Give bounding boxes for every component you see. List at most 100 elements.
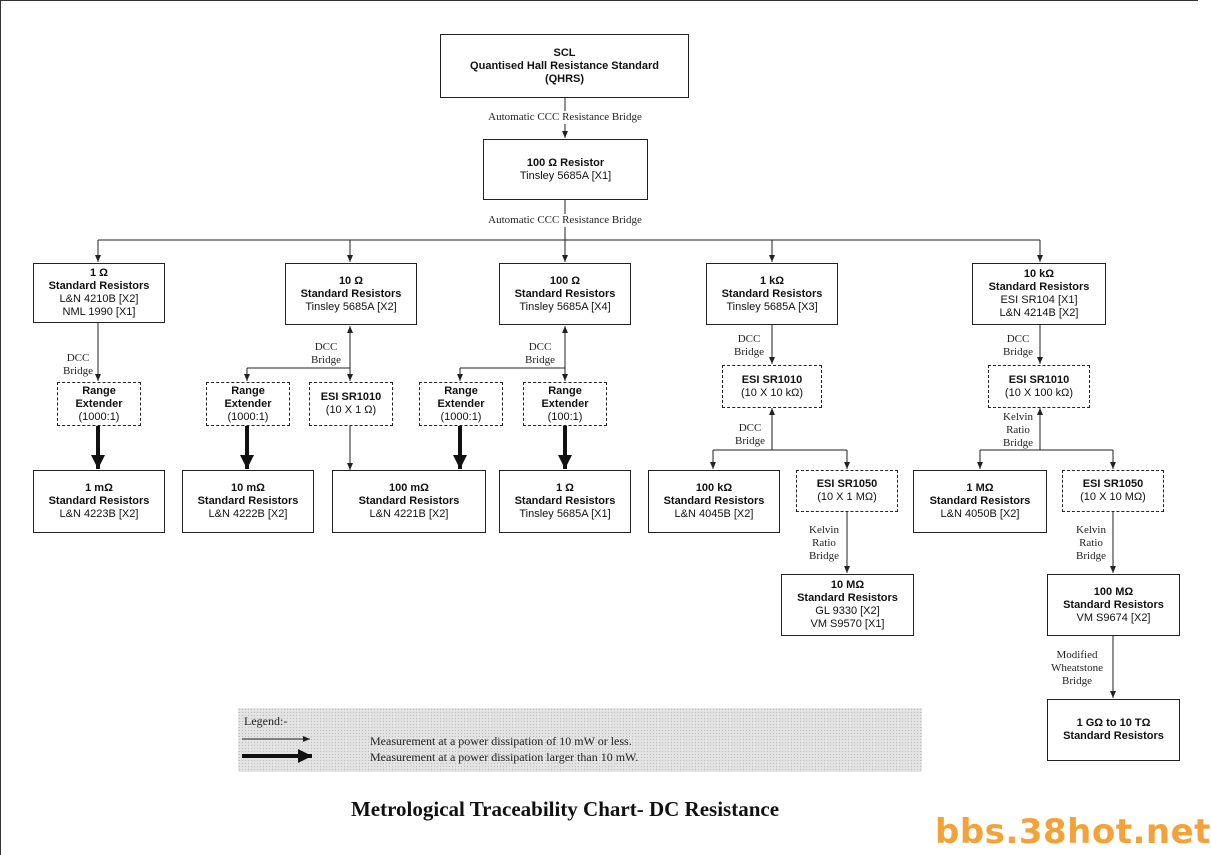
watermark: bbs.38hot.net [935, 812, 1211, 852]
node-100-megohm-title: 100 MΩ [1093, 585, 1134, 598]
label-kelvin-ratio-bridge-3-line1: Kelvin [1076, 524, 1106, 536]
node-1-gohm-10-tohm-line1: Standard Resistors [1063, 730, 1164, 742]
node-esi-sr1010-10kohm: ESI SR1010 (10 X 10 kΩ) [722, 365, 822, 408]
node-10-kohm: 10 kΩ Standard Resistors ESI SR104 [X1] … [972, 263, 1106, 325]
node-100-kohm-line1: Standard Resistors [663, 495, 765, 507]
node-esi-sr1010-10kohm-title: ESI SR1010 [741, 373, 803, 386]
node-esi-sr1050-10mohm-line1: (10 X 10 MΩ) [1080, 491, 1146, 503]
node-range-extender-2-title: Range [231, 384, 265, 397]
label-dcc-bridge-1-line1: DCC [66, 352, 90, 364]
node-esi-sr1050-10mohm: ESI SR1050 (10 X 10 MΩ) [1062, 470, 1164, 512]
node-100-kohm-title: 100 kΩ [695, 482, 733, 494]
node-range-extender-3: Range Extender (1000:1) [419, 382, 503, 426]
node-1-megohm-title: 1 MΩ [966, 482, 994, 494]
label-kelvin-ratio-bridge-2-line3: Bridge [809, 550, 839, 562]
legend-high-power-text: Measurement at a power dissipation large… [370, 750, 639, 764]
label-modified-wheatstone-bridge: Modified Wheatstone Bridge [1046, 649, 1108, 688]
label-dcc-bridge-5-line1: DCC [1006, 333, 1030, 345]
node-1-ohm-b-line1: Standard Resistors [514, 495, 616, 507]
label-kelvin-ratio-bridge-2: Kelvin Ratio Bridge [804, 524, 844, 563]
node-10-ohm: 10 Ω Standard Resistors Tinsley 5685A [X… [285, 263, 417, 325]
node-1-gohm-10-tohm: 1 GΩ to 10 TΩ Standard Resistors [1047, 699, 1180, 761]
node-10-mohm-low: 10 mΩ Standard Resistors L&N 4222B [X2] [182, 470, 314, 533]
node-100-megohm-line2: VM S9674 [X2] [1076, 611, 1151, 624]
legend-box: Legend:- Measurement at a power dissipat… [238, 708, 922, 772]
node-10-megohm-line1: Standard Resistors [797, 592, 898, 604]
node-1-ohm-line2: L&N 4210B [X2] [59, 293, 139, 305]
label-kelvin-ratio-bridge-3-line2: Ratio [1079, 537, 1103, 549]
node-esi-sr1010-100kohm: ESI SR1010 (10 X 100 kΩ) [988, 365, 1090, 408]
node-100-ohm-resistor: 100 Ω Resistor Tinsley 5685A [X1] [483, 139, 648, 200]
node-1-ohm-line1: Standard Resistors [48, 280, 150, 292]
label-kelvin-ratio-bridge-1: Kelvin Ratio Bridge [998, 411, 1038, 450]
node-1-ohm-b-title: 1 Ω [556, 482, 574, 494]
node-10-mohm-low-title: 10 mΩ [231, 482, 265, 494]
node-100-kohm-line2: L&N 4045B [X2] [674, 508, 754, 520]
node-10-megohm-line2: GL 9330 [X2] [815, 605, 880, 617]
chart-title: Metrological Traceability Chart- DC Resi… [350, 797, 780, 821]
node-10-megohm-title: 10 MΩ [830, 579, 865, 591]
node-10-megohm: 10 MΩ Standard Resistors GL 9330 [X2] VM… [781, 574, 914, 636]
node-range-extender-4-line2: (100:1) [547, 410, 583, 423]
label-dcc-bridge-6: DCC Bridge [730, 422, 770, 448]
node-range-extender-4-title: Range [548, 384, 582, 397]
node-1-ohm-b-line2: Tinsley 5685A [X1] [519, 508, 611, 520]
label-kelvin-ratio-bridge-1-line2: Ratio [1006, 424, 1030, 436]
node-range-extender-1-title: Range [82, 384, 116, 397]
label-kelvin-ratio-bridge-1-line3: Bridge [1003, 437, 1033, 449]
node-range-extender-2-line2: (1000:1) [227, 410, 269, 423]
node-scl-qhrs-line1: Quantised Hall Resistance Standard [470, 59, 659, 72]
label-dcc-bridge-1: DCC Bridge [58, 352, 98, 378]
label-dcc-bridge-3-line2: Bridge [525, 354, 555, 366]
node-range-extender-2-line1: Extender [224, 397, 272, 410]
label-dcc-bridge-3: DCC Bridge [520, 341, 560, 367]
node-10-kohm-line3: L&N 4214B [X2] [999, 307, 1079, 319]
node-1-mohm-low: 1 mΩ Standard Resistors L&N 4223B [X2] [33, 470, 165, 533]
label-dcc-bridge-3-line1: DCC [528, 341, 552, 353]
node-10-mohm-low-line2: L&N 4222B [X2] [208, 508, 288, 520]
label-dcc-bridge-6-line2: Bridge [735, 435, 765, 447]
node-100-ohm: 100 Ω Standard Resistors Tinsley 5685A [… [499, 263, 631, 325]
node-100-ohm-line2: Tinsley 5685A [X4] [519, 300, 611, 313]
node-esi-sr1050-1mohm: ESI SR1050 (10 X 1 MΩ) [796, 470, 898, 512]
node-100-ohm-resistor-title: 100 Ω Resistor [526, 156, 605, 169]
node-scl-qhrs: SCL Quantised Hall Resistance Standard (… [440, 34, 689, 98]
node-esi-sr1010-100kohm-title: ESI SR1010 [1008, 373, 1070, 386]
node-1-kohm: 1 kΩ Standard Resistors Tinsley 5685A [X… [706, 263, 838, 325]
label-dcc-bridge-5-line2: Bridge [1003, 346, 1033, 358]
label-kelvin-ratio-bridge-3-line3: Bridge [1076, 550, 1106, 562]
legend-low-power-text: Measurement at a power dissipation of 10… [370, 734, 632, 748]
node-1-megohm-line1: Standard Resistors [929, 495, 1031, 507]
label-dcc-bridge-4-line1: DCC [737, 333, 761, 345]
node-10-kohm-line1: Standard Resistors [988, 281, 1090, 293]
node-esi-sr1010-100kohm-line1: (10 X 100 kΩ) [1004, 386, 1074, 399]
node-range-extender-4-line1: Extender [541, 397, 589, 410]
node-100-megohm-line1: Standard Resistors [1063, 598, 1164, 611]
node-range-extender-1-line1: Extender [75, 397, 123, 410]
node-range-extender-3-line1: Extender [437, 397, 485, 410]
node-1-kohm-line1: Standard Resistors [721, 287, 823, 300]
label-dcc-bridge-2-line1: DCC [314, 341, 338, 353]
node-1-ohm-line3: NML 1990 [X1] [62, 306, 136, 318]
node-100-ohm-title: 100 Ω [549, 274, 581, 287]
label-kelvin-ratio-bridge-2-line2: Ratio [812, 537, 836, 549]
node-range-extender-3-line2: (1000:1) [440, 410, 482, 423]
node-100-mohm-low-line2: L&N 4221B [X2] [369, 508, 449, 520]
node-1-megohm: 1 MΩ Standard Resistors L&N 4050B [X2] [913, 470, 1047, 533]
node-1-kohm-title: 1 kΩ [759, 274, 785, 287]
node-100-mohm-low: 100 mΩ Standard Resistors L&N 4221B [X2] [332, 470, 486, 533]
node-100-megohm: 100 MΩ Standard Resistors VM S9674 [X2] [1047, 574, 1180, 636]
node-10-mohm-low-line1: Standard Resistors [197, 495, 299, 507]
node-1-kohm-line2: Tinsley 5685A [X3] [726, 300, 818, 313]
node-esi-sr1010-1ohm-title: ESI SR1010 [320, 391, 382, 403]
node-esi-sr1050-10mohm-title: ESI SR1050 [1082, 478, 1144, 490]
node-range-extender-3-title: Range [444, 384, 478, 397]
label-ccc-bridge-1: Automatic CCC Resistance Bridge [483, 111, 647, 124]
node-100-mohm-low-title: 100 mΩ [388, 482, 429, 494]
node-esi-sr1050-1mohm-line1: (10 X 1 MΩ) [817, 491, 877, 503]
node-range-extender-1: Range Extender (1000:1) [57, 382, 141, 426]
node-range-extender-2: Range Extender (1000:1) [206, 382, 290, 426]
label-dcc-bridge-6-line1: DCC [738, 422, 762, 434]
node-100-kohm: 100 kΩ Standard Resistors L&N 4045B [X2] [648, 470, 780, 533]
